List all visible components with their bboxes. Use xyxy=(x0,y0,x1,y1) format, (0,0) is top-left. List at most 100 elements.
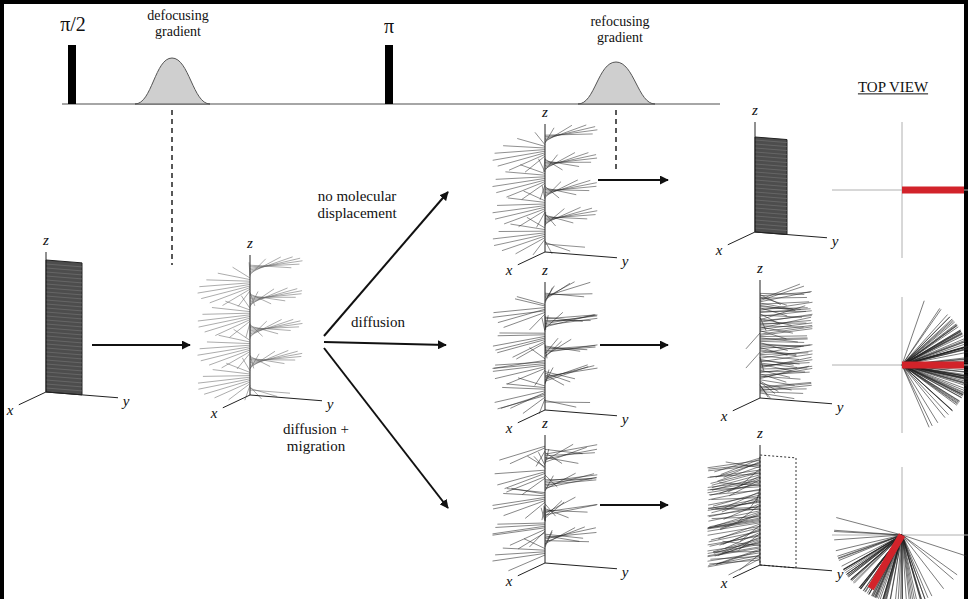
spin-vector xyxy=(746,333,760,349)
spin-vector xyxy=(739,554,760,570)
spin-vector xyxy=(545,504,556,516)
spin-vector xyxy=(760,381,778,392)
spin-vector xyxy=(545,127,595,139)
axis-label: x xyxy=(7,402,14,419)
spin-vector xyxy=(545,505,597,515)
spin-vector xyxy=(545,180,578,196)
plane-hatch xyxy=(755,208,787,211)
spin-vector xyxy=(493,308,545,313)
spin-vector xyxy=(902,535,904,599)
spin-vector xyxy=(250,323,302,330)
spin-vector xyxy=(499,332,545,333)
plane-hatch xyxy=(755,196,787,199)
spin-vector xyxy=(535,370,545,386)
axis-label: x xyxy=(211,405,218,422)
spin-vector xyxy=(545,186,596,191)
spin-vector xyxy=(515,299,545,306)
spin-vector xyxy=(760,286,804,300)
plane-hatch xyxy=(46,364,82,367)
spin-vector xyxy=(529,314,545,330)
coordinate-axis xyxy=(728,232,755,245)
dashed-leader xyxy=(171,110,173,265)
coordinate-axis xyxy=(250,255,251,395)
plane-hatch xyxy=(46,376,82,379)
coordinate-axis xyxy=(518,563,545,576)
spin-vector xyxy=(902,346,967,365)
spin-vector xyxy=(525,502,545,518)
magnetization-sheet xyxy=(46,260,82,395)
spin-vector xyxy=(495,552,545,555)
spin-vector xyxy=(201,348,250,360)
spin-vector xyxy=(760,382,811,387)
spin-vector xyxy=(525,156,545,172)
spin-vector xyxy=(511,488,545,494)
spin-vector xyxy=(861,535,902,589)
spin-vector xyxy=(902,346,967,365)
spin-vector xyxy=(493,206,545,213)
spin-vector xyxy=(199,283,250,287)
spin-vector xyxy=(495,150,545,154)
frame-line xyxy=(0,0,968,4)
plane-hatch xyxy=(755,188,787,191)
spin-vector xyxy=(717,466,760,481)
axis-label: y xyxy=(123,394,130,411)
spin-vector xyxy=(496,177,545,180)
spin-vector xyxy=(497,523,545,524)
plane-outline xyxy=(760,455,796,568)
plane-hatch xyxy=(755,204,787,207)
spin-vector xyxy=(517,297,545,305)
plane-hatch xyxy=(46,336,82,339)
spin-vector xyxy=(760,383,792,390)
axis-label: z xyxy=(752,102,758,119)
spin-vector xyxy=(545,214,556,226)
flow-arrow xyxy=(600,344,668,346)
coordinate-axis xyxy=(760,565,832,571)
spin-vector xyxy=(250,324,263,336)
top-view xyxy=(832,467,968,599)
plane-hatch xyxy=(46,324,82,327)
spin-vector xyxy=(902,365,958,403)
spin-vector xyxy=(499,446,545,460)
spin-vector xyxy=(519,210,545,226)
spin-vector xyxy=(902,365,968,377)
spin-vector xyxy=(721,459,760,474)
plane-hatch xyxy=(755,216,787,219)
spin-vector xyxy=(760,372,810,375)
plane-hatch xyxy=(46,332,82,335)
spin-vector xyxy=(201,286,250,299)
spin-vector xyxy=(498,153,545,166)
spin-vector xyxy=(497,204,545,205)
coordinate-axis xyxy=(545,124,546,252)
plane-hatch xyxy=(755,228,787,231)
spin-vector xyxy=(902,535,911,599)
spin-vector xyxy=(545,293,584,297)
spin-vector xyxy=(760,376,800,379)
spin-vector xyxy=(865,535,902,592)
plane-hatch xyxy=(46,272,82,275)
spin-helix xyxy=(493,282,617,423)
spin-vector xyxy=(502,236,545,251)
spin-vector xyxy=(728,476,760,492)
plane-hatch xyxy=(755,156,787,159)
plane-hatch xyxy=(755,164,787,167)
spin-vector xyxy=(503,146,545,148)
spin-vector xyxy=(902,365,932,426)
spin-helix xyxy=(493,435,617,576)
axis-label: z xyxy=(542,104,548,121)
plane-hatch xyxy=(46,380,82,383)
spin-vector xyxy=(710,483,760,495)
branch-label: no molecular displacement xyxy=(299,188,415,223)
spin-vector xyxy=(545,478,592,480)
plane-hatch xyxy=(46,264,82,267)
spin-vector xyxy=(869,535,902,594)
spin-vector xyxy=(510,448,545,464)
plane-hatch xyxy=(755,184,787,187)
spin-vector xyxy=(238,291,250,307)
plane-hatch xyxy=(46,300,82,303)
spin-vector xyxy=(245,385,250,400)
pulse-sequence xyxy=(62,45,720,265)
spin-vector xyxy=(223,289,250,305)
spin-vector xyxy=(198,284,250,293)
axis-label: z xyxy=(757,425,763,442)
